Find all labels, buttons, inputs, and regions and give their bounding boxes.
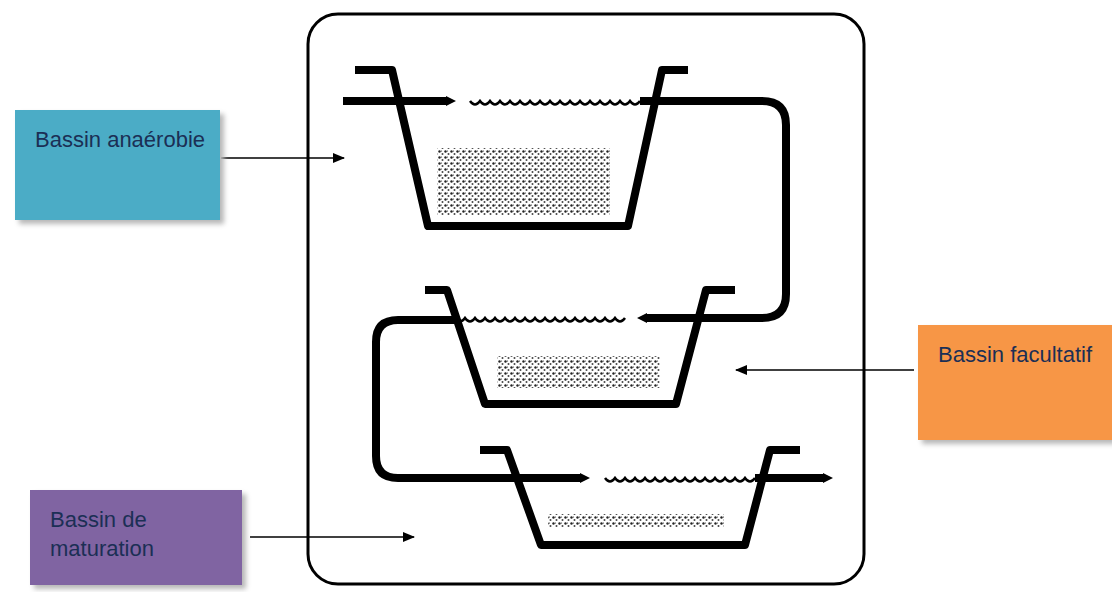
basin-label: Bassin de maturation: [50, 506, 228, 563]
flow-arrow: [755, 474, 825, 482]
facultative-basin: [425, 290, 735, 404]
leader-arrow: [250, 536, 414, 538]
sludge-layer: [497, 356, 660, 388]
label-box: Bassin anaérobie: [15, 110, 220, 220]
leader-arrow: [221, 157, 344, 159]
leader-arrow: [736, 369, 914, 371]
flow-arrow: [640, 101, 786, 318]
sludge-layer: [437, 148, 610, 215]
anaerobic-basin: [355, 70, 688, 226]
flow-arrow: [376, 320, 582, 478]
frame: [308, 14, 864, 584]
flow-arrow: [343, 97, 448, 105]
basin-label: Bassin facultatif: [938, 341, 1098, 370]
water-surface: [455, 101, 755, 482]
water-wave: [605, 478, 755, 482]
maturation-basin: [480, 450, 800, 545]
sludge-layer: [548, 514, 724, 527]
label-box: Bassin de maturation: [30, 490, 242, 585]
water-wave: [455, 318, 625, 322]
basin-label: Bassin anaérobie: [35, 126, 206, 155]
label-box: Bassin facultatif: [918, 325, 1112, 440]
water-wave: [470, 101, 640, 105]
